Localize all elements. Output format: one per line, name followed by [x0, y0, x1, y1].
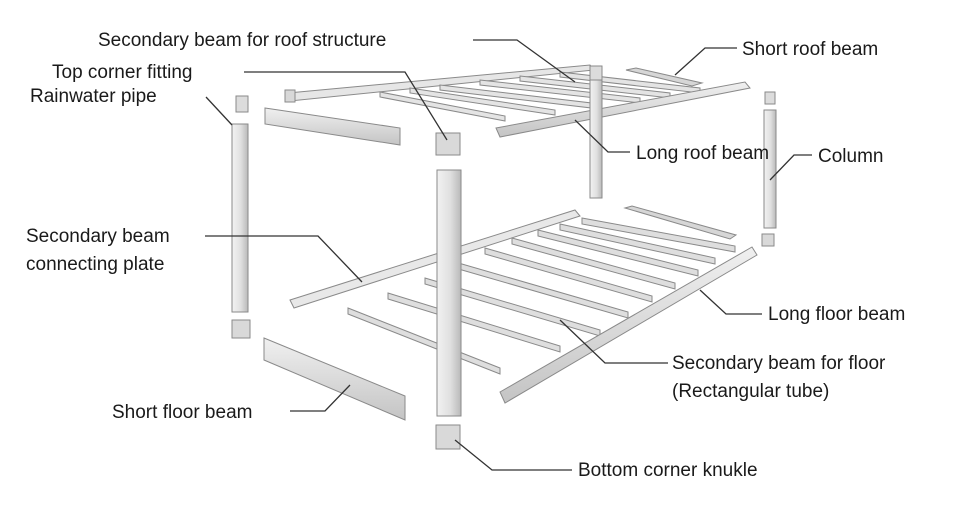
- floor-secondary-beams: [347, 217, 736, 375]
- back-left-roof-stub: [284, 89, 296, 103]
- leader-short-floor-beam: [290, 384, 351, 412]
- back-center-column: [589, 79, 603, 199]
- left-short-roof-beam: [264, 107, 401, 146]
- floor-frame: [263, 205, 758, 421]
- leader-secondary-beam-floor: [559, 319, 668, 364]
- leader-long-floor-beam: [699, 289, 762, 315]
- short-floor-beam: [263, 337, 406, 421]
- leader-short-roof-beam: [674, 47, 737, 76]
- front-long-floor-beam: [499, 246, 758, 404]
- label-long-floor-beam: Long floor beam: [768, 304, 905, 325]
- leader-secondary-beam-roof: [473, 39, 576, 83]
- back-right-top-corner: [589, 65, 603, 81]
- label-short-roof-beam: Short roof beam: [742, 39, 878, 60]
- label-secondary-beam-roof: Secondary beam for roof structure: [98, 30, 386, 51]
- leader-column: [769, 154, 812, 181]
- label-rainwater-pipe: Rainwater pipe: [30, 86, 157, 107]
- front-long-roof-beam: [495, 81, 751, 138]
- front-corner-column: [435, 132, 462, 450]
- roof-secondary-beams: [379, 71, 701, 122]
- back-short-floor-beam: [623, 205, 738, 240]
- label-secondary-beam-floor-line1: Secondary beam for floor: [672, 353, 886, 374]
- leader-top-corner-fitting: [244, 71, 448, 141]
- leader-secondary-beam-plate: [205, 235, 363, 283]
- short-roof-beam: [625, 67, 704, 87]
- leader-long-roof-beam: [574, 119, 630, 153]
- label-column: Column: [818, 146, 883, 167]
- label-top-corner-fitting: Top corner fitting: [52, 62, 192, 83]
- back-long-floor-beam: [289, 209, 581, 309]
- label-secondary-beam-floor-line2: (Rectangular tube): [672, 381, 829, 402]
- label-long-roof-beam: Long roof beam: [636, 143, 769, 164]
- left-column: [231, 95, 251, 339]
- leader-rainwater-pipe: [205, 96, 233, 126]
- label-secondary-beam-plate-line1: Secondary beam: [26, 226, 170, 247]
- roof-frame: [264, 64, 751, 146]
- bottom-corner-knuckle-block: [435, 424, 461, 450]
- top-corner-fitting-block: [435, 132, 461, 156]
- labels: Secondary beam for roof structure Top co…: [26, 30, 905, 481]
- label-short-floor-beam: Short floor beam: [112, 402, 252, 423]
- leader-bottom-corner-knuckle: [454, 439, 572, 471]
- label-secondary-beam-plate-line2: connecting plate: [26, 254, 164, 275]
- label-bottom-corner-knuckle: Bottom corner knukle: [578, 460, 758, 481]
- leader-lines: [205, 39, 812, 471]
- right-column: [761, 91, 777, 247]
